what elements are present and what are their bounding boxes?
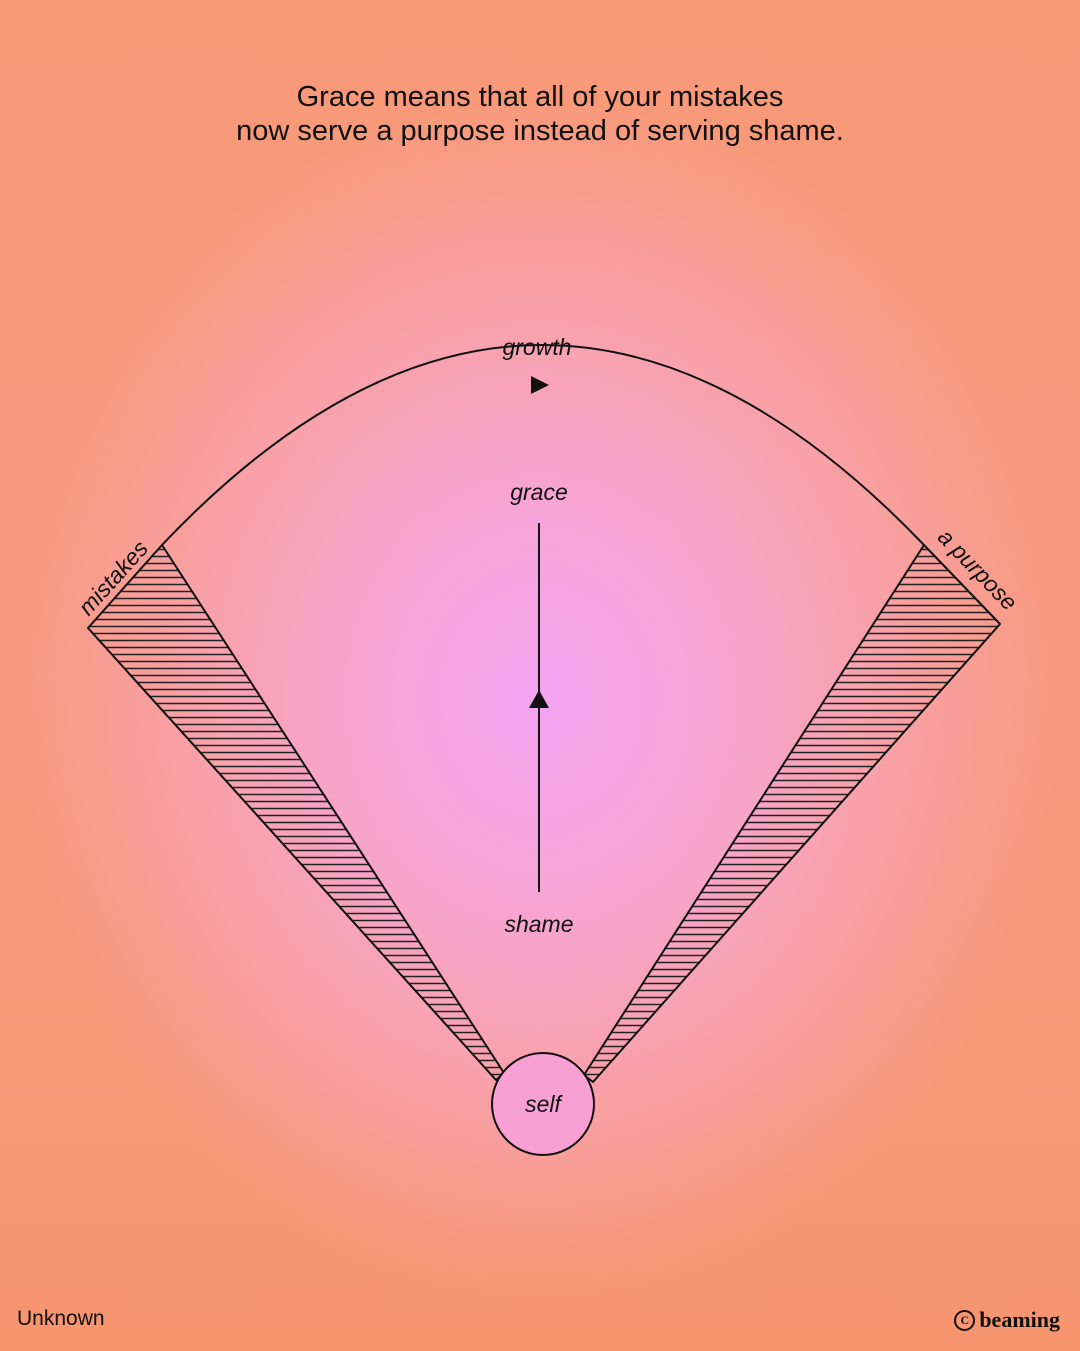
self-label: self	[525, 1091, 563, 1117]
shame-to-grace-arrowhead-icon	[529, 690, 549, 708]
attribution: Unknown	[17, 1307, 105, 1330]
grace-label: grace	[510, 479, 568, 505]
shame-label: shame	[504, 911, 573, 937]
headline-line-1: Grace means that all of your mistakes	[296, 81, 784, 113]
headline-line-2: now serve a purpose instead of serving s…	[236, 115, 844, 147]
brand-name: beaming	[979, 1307, 1060, 1332]
mistakes-band	[87, 544, 505, 1081]
purpose-band	[583, 544, 1001, 1083]
headline: Grace means that all of your mistakes no…	[0, 80, 1080, 148]
brand-logo: C beaming	[954, 1307, 1060, 1333]
growth-arrowhead-icon	[531, 376, 549, 394]
growth-arc	[161, 344, 925, 546]
self-circle	[491, 1052, 595, 1156]
growth-label: growth	[502, 334, 571, 360]
copyright-icon: C	[954, 1309, 976, 1331]
